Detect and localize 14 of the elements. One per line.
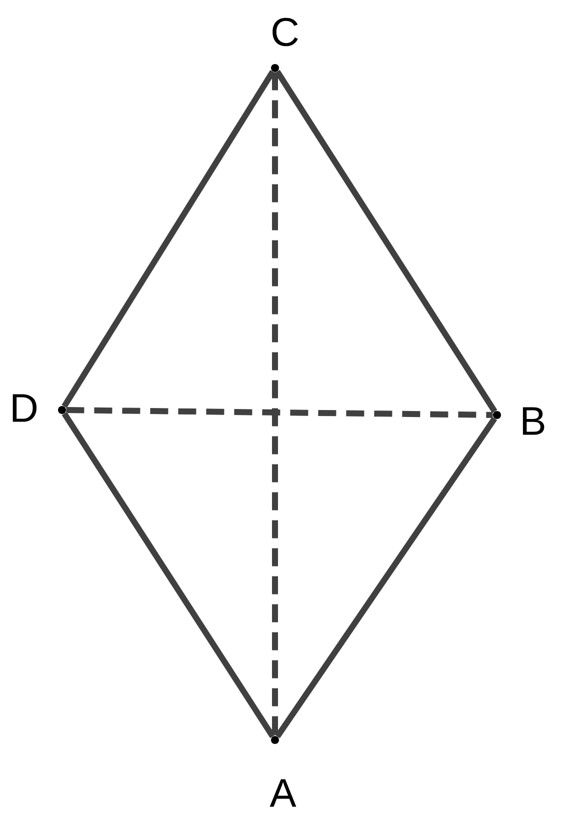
side-line [274,70,498,414]
node-label: B [522,407,544,435]
side-line [274,416,498,738]
vertex-point: D [12,394,66,422]
node-label: D [12,394,37,422]
vertex-point: C [271,18,298,72]
dashed-line [272,72,278,736]
dashed-line [66,407,493,418]
vertex-point: B [493,407,544,435]
node-label: C [272,18,298,46]
node-label: A [270,779,296,807]
side-line [62,70,276,408]
side-line [62,412,276,738]
vertex-point: A [270,736,296,807]
